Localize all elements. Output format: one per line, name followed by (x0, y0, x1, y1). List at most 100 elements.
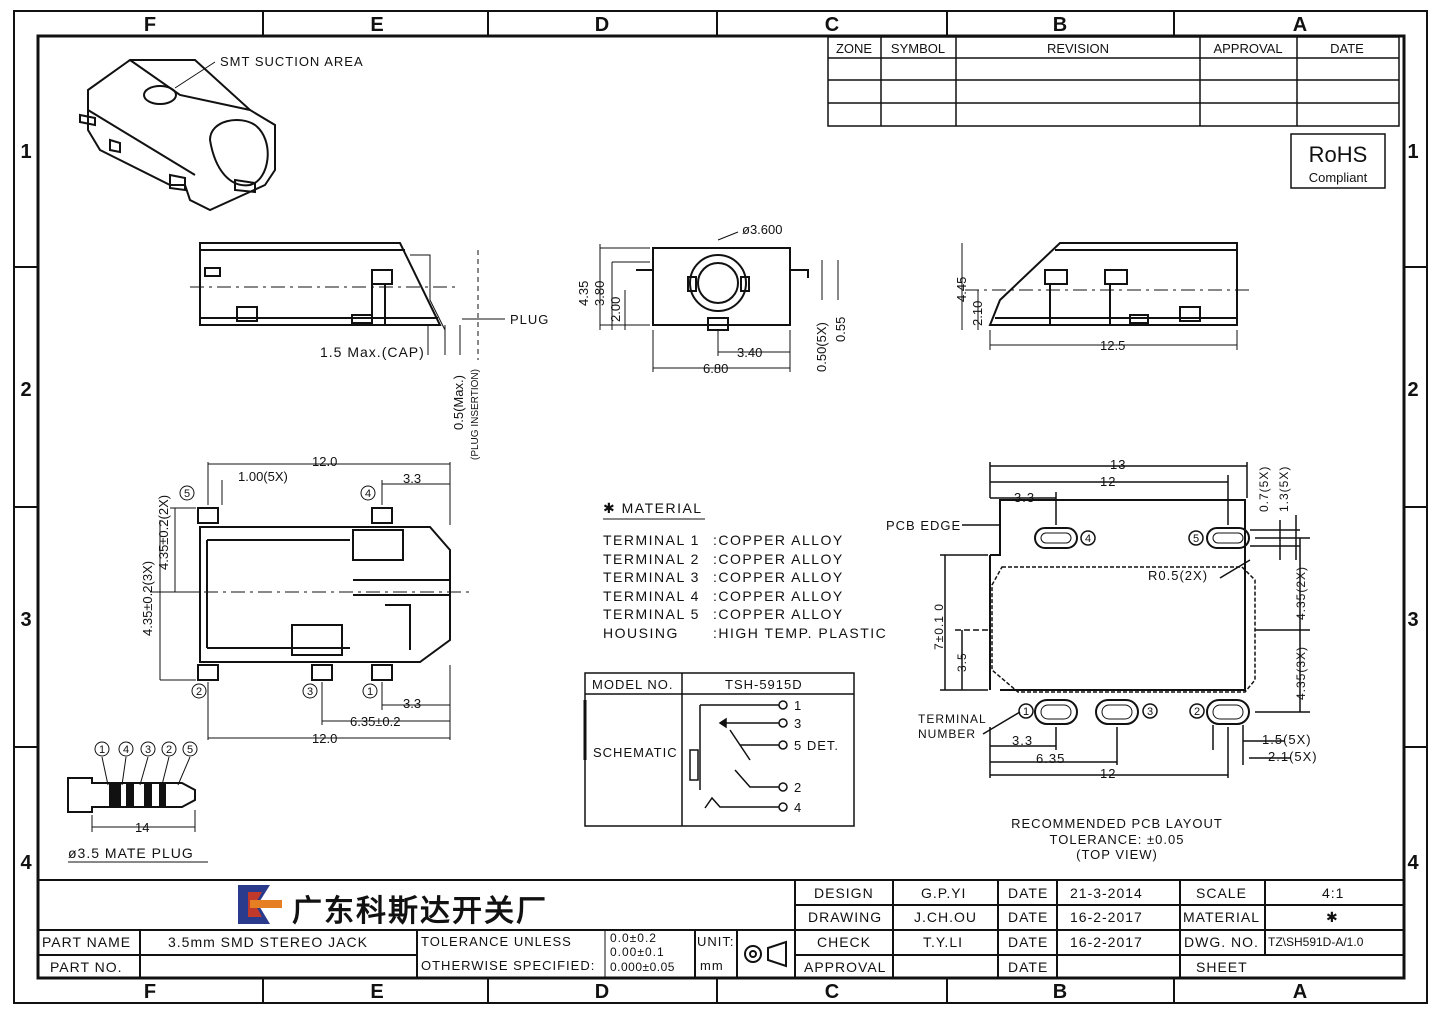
pcb-s21: 2.1(5X) (1268, 749, 1318, 764)
material-value: ✱ (1326, 909, 1339, 925)
pcb-terminal-label: TERMINAL (918, 712, 987, 726)
pcb-b33: 3.3 (1012, 733, 1033, 748)
date-label: DATE (1008, 885, 1049, 901)
model-number: TSH-5915D (725, 677, 803, 692)
col-label-bottom: F (144, 981, 156, 1003)
sheet-label: SHEET (1196, 959, 1248, 975)
col-label-top: B (1053, 14, 1067, 36)
right-height-2: 2.10 (970, 301, 985, 326)
isometric-view (79, 59, 276, 212)
top-width-bottom: 12.0 (312, 731, 337, 746)
revision-table: ZONE SYMBOL REVISION APPROVAL DATE (827, 36, 1400, 127)
top-d635: 6.35±0.2 (350, 714, 401, 729)
side-view (190, 242, 505, 360)
row-label-right: 1 (1407, 141, 1418, 163)
col-label-bottom: B (1053, 981, 1067, 1003)
tolerance-2: 0.00±0.1 (610, 945, 665, 959)
scale-label: SCALE (1196, 885, 1247, 901)
front-terminal-dim: 0.50(5X) (814, 322, 829, 372)
plug-contact-1: 1 (99, 744, 105, 756)
design-date: 21-3-2014 (1070, 885, 1143, 901)
check-value: T.Y.LI (923, 934, 963, 950)
rev-header-approval: APPROVAL (1213, 41, 1282, 56)
front-height-1: 4.35 (576, 281, 591, 306)
schematic-pin-3: 3 (794, 716, 802, 731)
pcb-caption-2: TOLERANCE: ±0.05 (1050, 832, 1185, 847)
title-block (38, 879, 1404, 978)
cap-dim: 1.5 Max.(CAP) (320, 344, 425, 360)
col-label-bottom: E (370, 981, 383, 1003)
date-label: DATE (1008, 909, 1049, 925)
top-width: 12.0 (312, 454, 337, 469)
mate-plug-label: ø3.5 MATE PLUG (68, 845, 194, 861)
drawing-label: DRAWING (808, 909, 883, 925)
top-h-2x: 4.35±0.2(2X) (156, 495, 171, 570)
right-width: 12.5 (1100, 338, 1125, 353)
schematic-pin-4: 4 (794, 800, 802, 815)
schematic-label: SCHEMATIC (593, 745, 678, 760)
scale-value: 4:1 (1322, 885, 1345, 901)
pcb-slot-width: 0.7(5X) (1257, 466, 1271, 512)
col-label-bottom: A (1293, 981, 1307, 1003)
col-label-top: E (370, 14, 383, 36)
material-name: HOUSING (603, 625, 679, 641)
pcb-d33: 3.3 (1014, 490, 1035, 505)
pcb-pad-1: 1 (1023, 706, 1029, 718)
part-name-value: 3.5mm SMD STEREO JACK (168, 934, 368, 950)
material-value: :COPPER ALLOY (713, 606, 844, 622)
pcb-caption-1: RECOMMENDED PCB LAYOUT (1011, 816, 1223, 831)
pcb-pad-4: 4 (1085, 533, 1091, 545)
col-label-bottom: C (825, 981, 839, 1003)
material-label: MATERIAL (1183, 909, 1260, 925)
top-terminal-4: 4 (365, 488, 371, 500)
front-height-3: 2.00 (608, 297, 623, 322)
rohs-title: RoHS (1309, 142, 1368, 167)
plug-length: 14 (135, 820, 149, 835)
top-terminal-3: 3 (307, 686, 313, 698)
front-diameter: ø3.600 (742, 222, 782, 237)
front-height-2: 3.80 (592, 281, 607, 306)
plug-contact-5: 5 (187, 744, 193, 756)
material-value: :COPPER ALLOY (713, 551, 844, 567)
pcb-slot-length: 1.3(5X) (1277, 466, 1291, 512)
insertion-dim: 0.5(Max.) (451, 375, 466, 430)
date-label: DATE (1008, 959, 1049, 975)
unit-label: UNIT: (697, 934, 735, 949)
pcb-pad-3: 3 (1147, 706, 1153, 718)
col-label-top: A (1293, 14, 1307, 36)
model-label: MODEL NO. (592, 677, 673, 692)
pcb-h-2x: 4.35(2X) (1294, 566, 1308, 620)
top-terminal-2: 2 (196, 686, 202, 698)
pcb-radius: R0.5(2X) (1148, 568, 1208, 583)
front-pad-dim: 0.55 (833, 317, 848, 342)
schematic-box: MODEL NO. TSH-5915D SCHEMATIC 1 3 5 DET.… (583, 672, 855, 827)
top-view (150, 462, 470, 740)
tolerance-3: 0.000±0.05 (610, 960, 675, 974)
tolerance-label-2: OTHERWISE SPECIFIED: (421, 958, 596, 973)
pcb-caption-3: (TOP VIEW) (1076, 847, 1158, 862)
pcb-s15: 1.5(5X) (1262, 732, 1312, 747)
tolerance-label-1: TOLERANCE UNLESS (421, 934, 572, 949)
front-view (599, 231, 839, 372)
approval-label: APPROVAL (804, 959, 887, 975)
material-value: :COPPER ALLOY (713, 588, 844, 604)
check-label: CHECK (817, 934, 872, 950)
rev-header-zone: ZONE (836, 41, 872, 56)
col-label-bottom: D (595, 981, 609, 1003)
row-label-left: 4 (20, 852, 32, 874)
right-height-1: 4.45 (954, 277, 969, 302)
pcb-pad-5: 5 (1193, 533, 1199, 545)
pcb-w12: 12 (1100, 474, 1116, 489)
row-label-left: 3 (20, 609, 31, 631)
suction-area-label: SMT SUCTION AREA (220, 54, 364, 69)
design-label: DESIGN (814, 885, 874, 901)
pcb-h35: 3.5 (955, 652, 969, 672)
material-value: :COPPER ALLOY (713, 532, 844, 548)
pcb-b635: 6.35 (1036, 751, 1065, 766)
row-label-right: 4 (1407, 852, 1419, 874)
top-h-3x: 4.35±0.2(3X) (140, 561, 155, 636)
drawing-date: 16-2-2017 (1070, 909, 1143, 925)
tolerance-1: 0.0±0.2 (610, 931, 657, 945)
part-no-label: PART NO. (50, 959, 123, 975)
